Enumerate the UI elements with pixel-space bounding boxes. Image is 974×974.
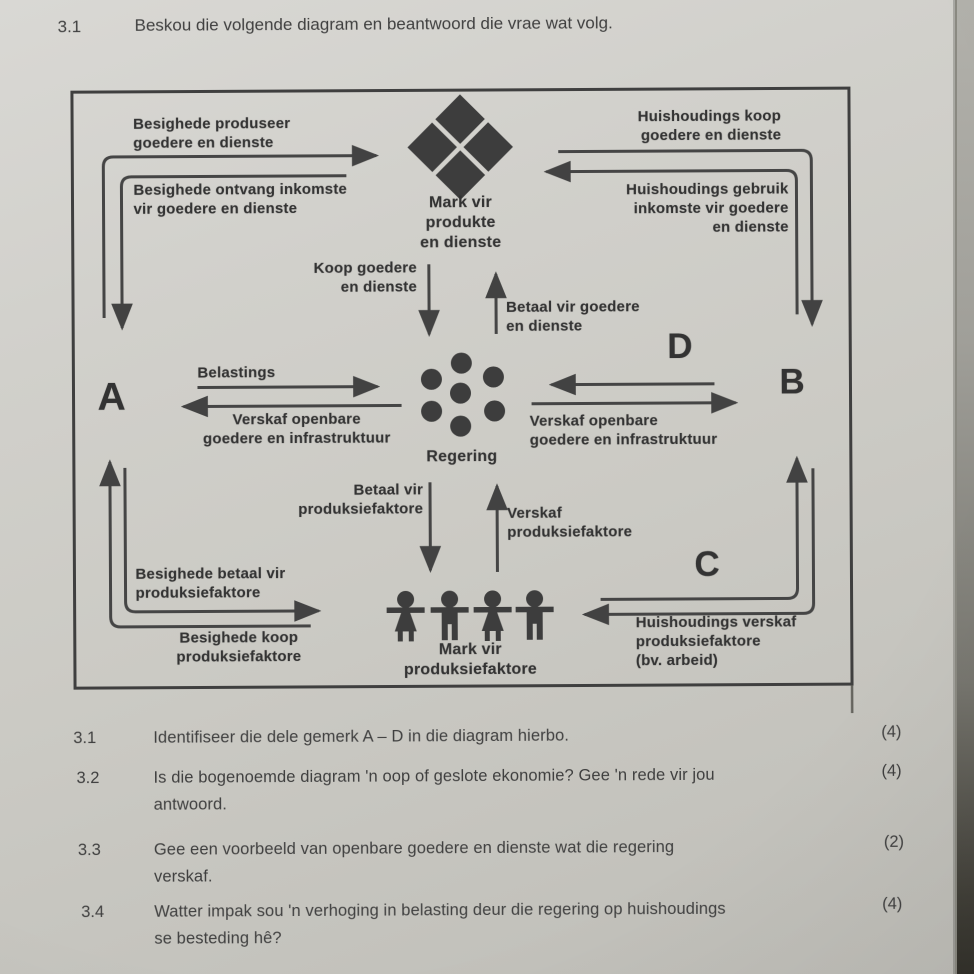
- arrow-belastings-regs: [548, 373, 715, 396]
- question-text: Identifiseer die dele gemerk A – D in di…: [153, 726, 570, 747]
- page-fold-line: [953, 0, 955, 974]
- question-number: 3.1: [73, 729, 97, 748]
- diagram-drawing-layer: [70, 86, 854, 714]
- scan-edge-shadow: [955, 0, 974, 974]
- product-market-icon: [407, 94, 513, 200]
- arrow-verskaf-openbare-links: [180, 395, 402, 418]
- label-betaal-goedere: Betaal vir goedere en dienste: [506, 298, 640, 335]
- question-row-3-3: 3.3 Gee een voorbeeld van openbare goede…: [0, 0, 971, 886]
- circular-flow-diagram: Besighede produseer goedere en dienste H…: [68, 86, 854, 720]
- diagram-letter-a: A: [97, 375, 126, 420]
- diagram-letter-b: B: [779, 362, 805, 402]
- arrow-besighede-betaal: [123, 467, 322, 622]
- label-besighede-produseer: Besighede produseer goedere en dienste: [133, 115, 291, 152]
- label-huishoudings-gebruik: Huishoudings gebruik inkomste vir goeder…: [626, 180, 789, 236]
- question-text: Gee een voorbeeld van openbare goedere e…: [153, 838, 675, 859]
- label-besighede-ontvang: Besighede ontvang inkomste vir goedere e…: [133, 180, 348, 218]
- header-question-number: 3.1: [57, 17, 82, 37]
- label-betaal-produksiefaktore: Betaal vir produksiefaktore: [298, 481, 424, 518]
- label-verskaf-produksiefaktore: Verskaf produksiefaktore: [507, 504, 633, 541]
- label-belastings: Belastings: [197, 364, 276, 382]
- node-label-product-market: Mark vir produkte en dienste: [420, 193, 502, 252]
- arrow-besighede-produseer: [113, 144, 379, 167]
- node-label-government: Regering: [426, 447, 498, 466]
- question-number: 3.3: [77, 841, 101, 860]
- government-icon: [420, 352, 506, 437]
- question-text: se besteding hê?: [154, 929, 282, 948]
- diagram-letter-c: C: [694, 544, 720, 584]
- arrow-besighede-ontvang: [111, 174, 347, 331]
- arrow-verskaf-openbare-regs: [531, 392, 739, 414]
- question-marks: (4): [881, 761, 902, 780]
- question-text: verskaf.: [153, 867, 213, 886]
- arrow-left-outer-vertical: [101, 155, 114, 319]
- question-row-3-2: 3.2 Is die bogenoemde diagram 'n oop of …: [0, 0, 971, 814]
- arrow-huishoudings-gebruik: [543, 160, 799, 315]
- arrow-belastings: [197, 375, 381, 398]
- question-row-3-1: 3.1 Identifiseer die dele gemerk A – D i…: [0, 0, 971, 747]
- question-number: 3.4: [81, 903, 105, 922]
- arrow-c-upper: [600, 455, 808, 601]
- label-verskaf-openbare-links: Verskaf openbare goedere en infrastruktu…: [202, 410, 391, 448]
- factor-market-icon: [386, 590, 554, 642]
- question-text: Watter impak sou 'n verhoging in belasti…: [154, 899, 726, 921]
- label-besighede-betaal: Besighede betaal vir produksiefaktore: [135, 565, 286, 602]
- diagram-letter-d: D: [667, 326, 693, 367]
- label-verskaf-openbare-regs: Verskaf openbare goedere en infrastruktu…: [529, 412, 718, 449]
- question-marks: (4): [881, 722, 902, 741]
- question-text: Is die bogenoemde diagram 'n oop of gesl…: [153, 765, 715, 787]
- label-huishoudings-koop: Huishoudings koop goedere en dienste: [637, 107, 782, 144]
- label-besighede-koop: Besighede koop produksiefaktore: [176, 628, 302, 666]
- arrow-besighede-koop: [99, 459, 311, 629]
- label-koop-goedere: Koop goedere en dienste: [313, 259, 417, 296]
- arrow-huishoudings-verskaf: [581, 468, 816, 626]
- question-text: antwoord.: [153, 795, 228, 814]
- header-instruction: Beskou die volgende diagram en beantwoor…: [134, 13, 613, 35]
- node-label-factor-market: Mark vir produksiefaktore: [403, 640, 537, 679]
- diagram-frame: [70, 86, 854, 690]
- flow-arrows: [99, 144, 823, 629]
- label-huishoudings-verskaf: Huishoudings verskaf produksiefaktore (b…: [635, 613, 797, 669]
- question-number: 3.2: [76, 769, 100, 788]
- question-marks: (4): [882, 894, 903, 913]
- question-marks: (2): [883, 832, 905, 851]
- arrow-huishoudings-koop: [558, 148, 823, 327]
- question-row-3-4: 3.4 Watter impak sou 'n verhoging in bel…: [0, 0, 971, 948]
